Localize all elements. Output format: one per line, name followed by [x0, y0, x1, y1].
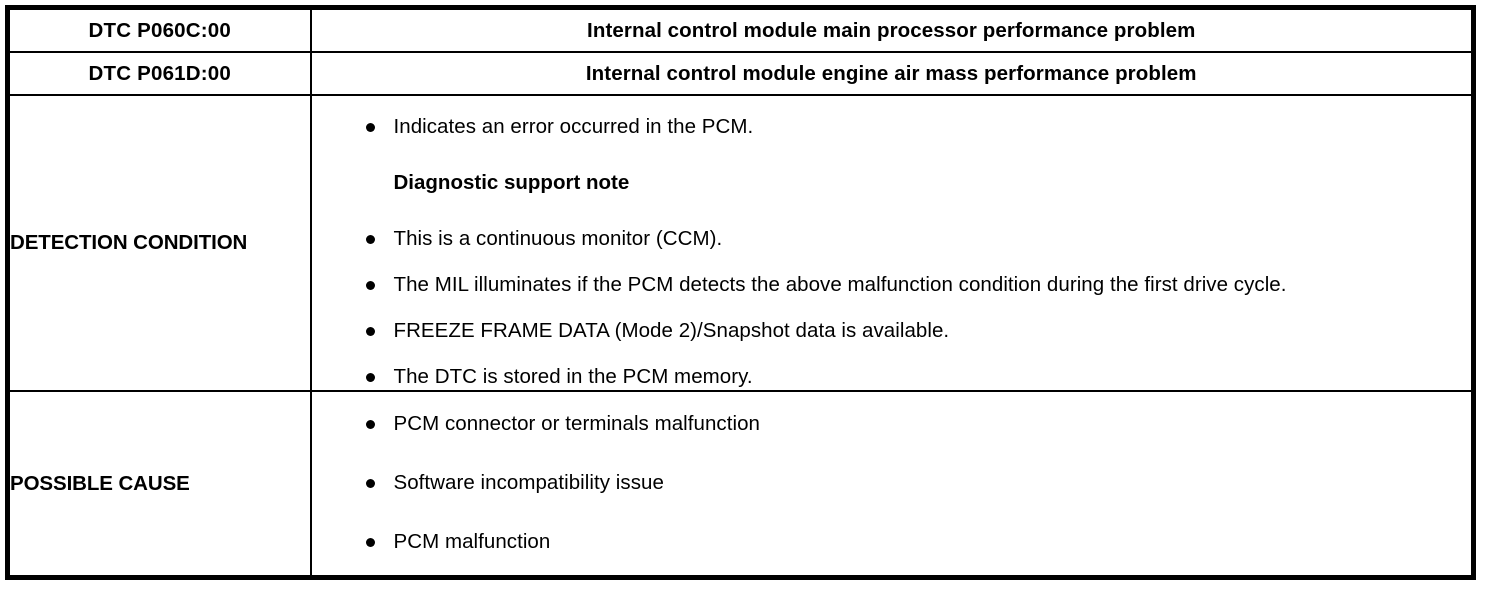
section-label-possible-cause: POSSIBLE CAUSE: [6, 390, 312, 579]
section-label-detection-condition: DETECTION CONDITION: [6, 94, 312, 392]
bullet-dot-icon: [365, 281, 375, 290]
bullet-dot-icon: [365, 420, 375, 429]
table-row: DETECTION CONDITION Indicates an error o…: [6, 94, 1475, 392]
bullet-dot-icon: [365, 373, 375, 382]
bullet-dot-icon: [365, 479, 375, 488]
list-item: This is a continuous monitor (CCM).: [312, 226, 1472, 252]
list-item-label: Software incompatibility issue: [393, 471, 664, 494]
list-item: PCM connector or terminals malfunction: [312, 411, 1472, 437]
list-item: Software incompatibility issue: [312, 470, 1472, 496]
dtc-description-cell: Internal control module engine air mass …: [309, 51, 1475, 96]
list-item-label: This is a continuous monitor (CCM).: [393, 227, 723, 250]
possible-cause-list: PCM connector or terminals malfunction S…: [312, 411, 1472, 555]
bullet-dot-icon: [365, 235, 375, 244]
list-item-label: FREEZE FRAME DATA (Mode 2)/Snapshot data…: [393, 319, 950, 342]
list-item-label: PCM malfunction: [393, 530, 551, 553]
dtc-code-cell: DTC P060C:00: [6, 6, 312, 53]
list-item-label: PCM connector or terminals malfunction: [393, 412, 760, 435]
list-item-label: The MIL illuminates if the PCM detects t…: [393, 273, 1287, 296]
list-item: The DTC is stored in the PCM memory.: [312, 364, 1472, 390]
dtc-description-cell: Internal control module main processor p…: [309, 6, 1475, 53]
detection-condition-content: Indicates an error occurred in the PCM. …: [309, 94, 1475, 392]
list-item: PCM malfunction: [312, 529, 1472, 555]
bullet-dot-icon: [365, 538, 375, 547]
diagnostic-support-note-heading: Diagnostic support note: [393, 171, 630, 194]
dtc-diagnostic-table: DTC P060C:00 Internal control module mai…: [5, 5, 1476, 580]
list-item: Indicates an error occurred in the PCM.: [312, 114, 1472, 140]
table-row: POSSIBLE CAUSE PCM connector or terminal…: [6, 390, 1475, 579]
dtc-code-cell: DTC P061D:00: [6, 51, 312, 96]
bullet-dot-icon: [365, 123, 375, 132]
list-item: FREEZE FRAME DATA (Mode 2)/Snapshot data…: [312, 318, 1472, 344]
detection-condition-list: Indicates an error occurred in the PCM. …: [312, 114, 1472, 390]
table-row: DTC P061D:00 Internal control module eng…: [6, 51, 1475, 96]
bullet-dot-icon: [365, 327, 375, 336]
possible-cause-content: PCM connector or terminals malfunction S…: [309, 390, 1475, 579]
table-row: DTC P060C:00 Internal control module mai…: [6, 6, 1475, 53]
list-item-label: Indicates an error occurred in the PCM.: [393, 115, 754, 138]
list-item: The MIL illuminates if the PCM detects t…: [312, 272, 1472, 298]
list-item-label: The DTC is stored in the PCM memory.: [393, 365, 753, 388]
